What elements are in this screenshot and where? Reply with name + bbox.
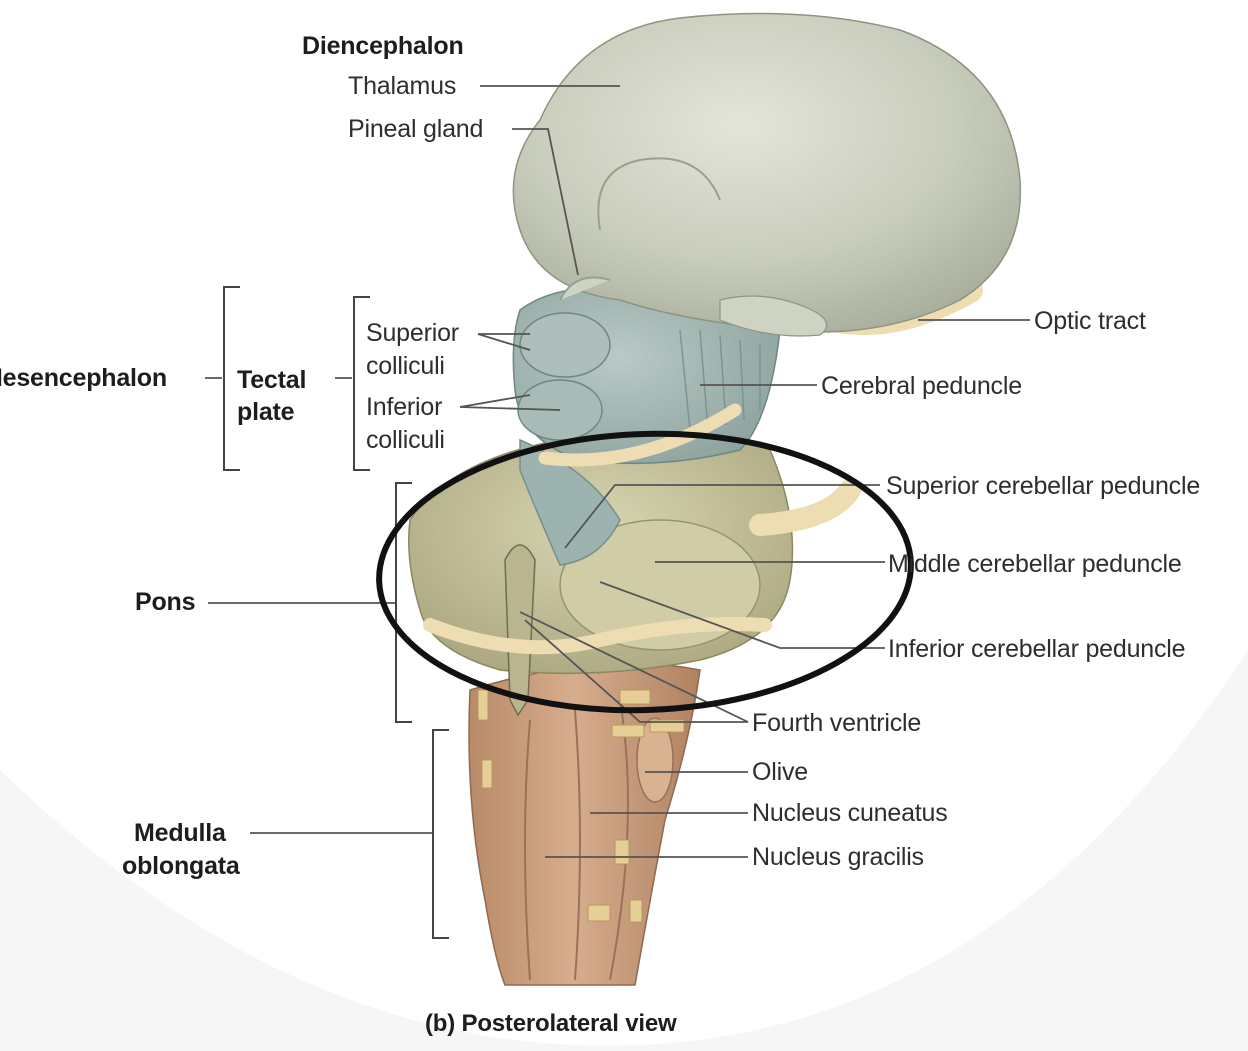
label-fourth-ventricle: Fourth ventricle <box>752 709 922 737</box>
olive-shape <box>636 717 674 803</box>
highlight-ellipse <box>376 430 914 714</box>
label-nucleus-gracilis: Nucleus gracilis <box>752 843 924 871</box>
superior-peduncle-shape <box>519 438 621 566</box>
medulla-groove <box>524 719 531 981</box>
label-mesencephalon: Mesencephalon <box>0 364 167 392</box>
trigeminal-nerve <box>749 479 861 536</box>
label-thalamus: Thalamus <box>348 72 457 100</box>
label-medulla-2: oblongata <box>122 852 240 880</box>
label-inferior-colliculi-2: colliculi <box>366 426 445 454</box>
pineal-shape <box>559 276 611 301</box>
label-superior-cerebellar-peduncle: Superior cerebellar peduncle <box>886 472 1201 500</box>
trochlear-nerve <box>538 403 742 467</box>
label-diencephalon: Diencephalon <box>302 32 464 60</box>
label-pineal-gland: Pineal gland <box>348 115 484 143</box>
label-inferior-colliculi-1: Inferior <box>366 393 443 421</box>
thalamus-contour <box>597 157 721 231</box>
label-superior-colliculi-2: colliculi <box>366 352 445 380</box>
brackets <box>223 286 449 939</box>
label-cerebral-peduncle: Cerebral peduncle <box>821 372 1022 400</box>
label-middle-cerebellar-peduncle: Middle cerebellar peduncle <box>888 550 1182 578</box>
fourth-ventricle-shape <box>504 544 536 717</box>
label-olive: Olive <box>752 758 808 786</box>
label-inferior-cerebellar-peduncle: Inferior cerebellar peduncle <box>888 635 1186 663</box>
label-medulla-1: Medulla <box>134 819 226 847</box>
medulla-groove <box>574 709 581 981</box>
leader-lines <box>205 85 1030 858</box>
figure-caption: (b) Posterolateral view <box>425 1010 677 1037</box>
background-arc <box>0 650 1248 1051</box>
superior-colliculus-shape <box>519 312 611 378</box>
label-nucleus-cuneatus: Nucleus cuneatus <box>752 799 948 827</box>
thalamus-shape <box>512 12 1022 333</box>
nerve-rootlets <box>477 689 685 923</box>
label-tectal-plate-1: Tectal <box>237 366 307 394</box>
label-pons: Pons <box>135 588 196 616</box>
label-superior-colliculi-1: Superior <box>366 319 459 347</box>
middle-peduncle-shape <box>559 519 761 651</box>
label-optic-tract: Optic tract <box>1034 307 1146 335</box>
label-tectal-plate-2: plate <box>237 398 295 426</box>
pulvinar-shape <box>719 295 828 337</box>
